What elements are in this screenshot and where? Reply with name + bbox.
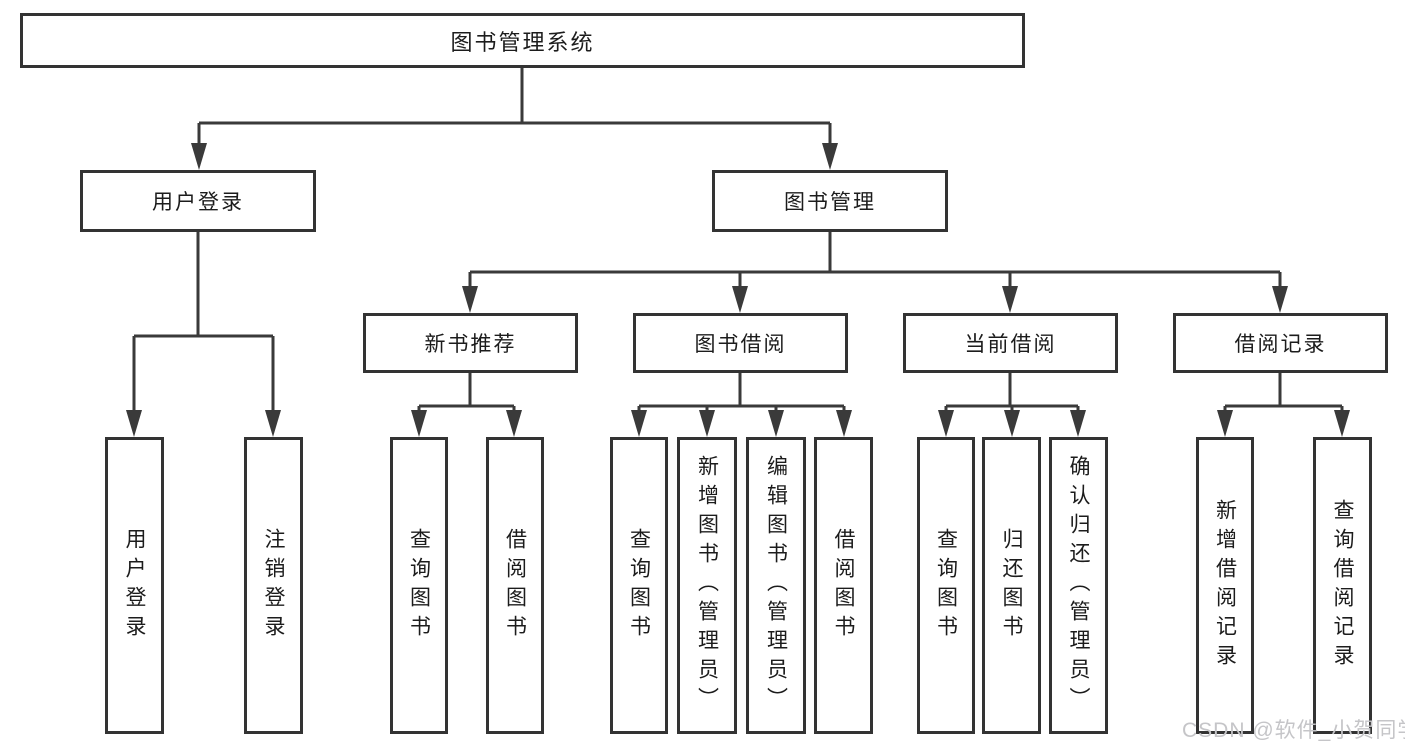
node-leaf-edit-book-admin: 编辑图书（管理员） — [746, 437, 806, 734]
arrowheads — [126, 143, 1350, 437]
arrowhead-icon — [1070, 410, 1086, 437]
node-user-login: 用户登录 — [80, 170, 316, 232]
node-label: 当前借阅 — [964, 333, 1057, 356]
node-leaf-query-borrow-record: 查询借阅记录 — [1313, 437, 1372, 734]
arrowhead-icon — [768, 410, 784, 437]
node-label: 注销登录 — [262, 527, 285, 644]
node-label: 图书管理 — [784, 191, 876, 214]
arrowhead-icon — [938, 410, 954, 437]
node-label: 查询图书 — [407, 527, 431, 644]
connector-book-mgmt-subtree — [468, 232, 1282, 289]
arrowhead-icon — [631, 410, 647, 437]
node-label: 新增借阅记录 — [1213, 498, 1237, 673]
arrowhead-icon — [265, 410, 281, 437]
node-leaf-add-borrow-record: 新增借阅记录 — [1196, 437, 1254, 734]
arrowhead-icon — [836, 410, 852, 437]
node-current-borrowing: 当前借阅 — [903, 313, 1118, 373]
connector-book-borrow-subtree — [637, 373, 846, 413]
arrowhead-icon — [1217, 410, 1233, 437]
node-new-book-recommend: 新书推荐 — [363, 313, 578, 373]
node-label: 确认归还（管理员） — [1067, 455, 1090, 716]
node-label: 用户登录 — [123, 527, 146, 644]
node-leaf-add-book-admin: 新增图书（管理员） — [677, 437, 737, 734]
node-leaf-borrow-book-bb: 借阅图书 — [814, 437, 873, 734]
arrowhead-icon — [191, 143, 207, 170]
node-leaf-borrow-book-rec: 借阅图书 — [486, 437, 544, 734]
arrowhead-icon — [732, 286, 748, 313]
node-leaf-logout: 注销登录 — [244, 437, 303, 734]
node-label: 查询图书 — [627, 527, 651, 644]
arrowhead-icon — [1002, 286, 1018, 313]
node-label: 查询借阅记录 — [1331, 498, 1354, 673]
connector-user-login-subtree — [132, 232, 275, 413]
csdn-watermark: CSDN @软件_小贺同学 — [1182, 719, 1405, 742]
node-leaf-query-book-bb: 查询图书 — [610, 437, 668, 734]
arrowhead-icon — [1334, 410, 1350, 437]
node-book-borrowing: 图书借阅 — [633, 313, 848, 373]
arrowhead-icon — [822, 143, 838, 170]
arrowhead-icon — [506, 410, 522, 437]
node-label: 图书借阅 — [694, 333, 787, 356]
arrowhead-icon — [699, 410, 715, 437]
arrowhead-icon — [1272, 286, 1288, 313]
node-label: 编辑图书（管理员） — [764, 455, 788, 716]
node-label: 新增图书（管理员） — [695, 455, 719, 716]
node-book-management: 图书管理 — [712, 170, 948, 232]
node-label: 借阅图书 — [832, 527, 855, 644]
connector-root-to-level1 — [197, 68, 832, 146]
node-borrowing-records: 借阅记录 — [1173, 313, 1388, 373]
node-label: 借阅记录 — [1234, 333, 1327, 356]
node-label: 查询图书 — [934, 527, 958, 644]
node-library-management-system: 图书管理系统 — [20, 13, 1025, 68]
node-label: 借阅图书 — [503, 527, 527, 644]
node-leaf-query-book-cb: 查询图书 — [917, 437, 975, 734]
node-label: 用户登录 — [152, 191, 244, 214]
node-label: 新书推荐 — [424, 333, 517, 356]
node-label: 图书管理系统 — [450, 29, 595, 55]
connector-current-borrow-subtree — [944, 373, 1080, 413]
node-leaf-confirm-return-admin: 确认归还（管理员） — [1049, 437, 1108, 734]
arrowhead-icon — [1004, 410, 1020, 437]
arrowhead-icon — [126, 410, 142, 437]
arrowhead-icon — [462, 286, 478, 313]
node-label: 归还图书 — [1000, 527, 1023, 644]
connector-new-book-subtree — [417, 373, 516, 413]
node-leaf-user-login: 用户登录 — [105, 437, 164, 734]
arrowhead-icon — [411, 410, 427, 437]
connector-borrow-records-subtree — [1223, 373, 1344, 413]
node-leaf-query-book-rec: 查询图书 — [390, 437, 448, 734]
node-leaf-return-book: 归还图书 — [982, 437, 1041, 734]
